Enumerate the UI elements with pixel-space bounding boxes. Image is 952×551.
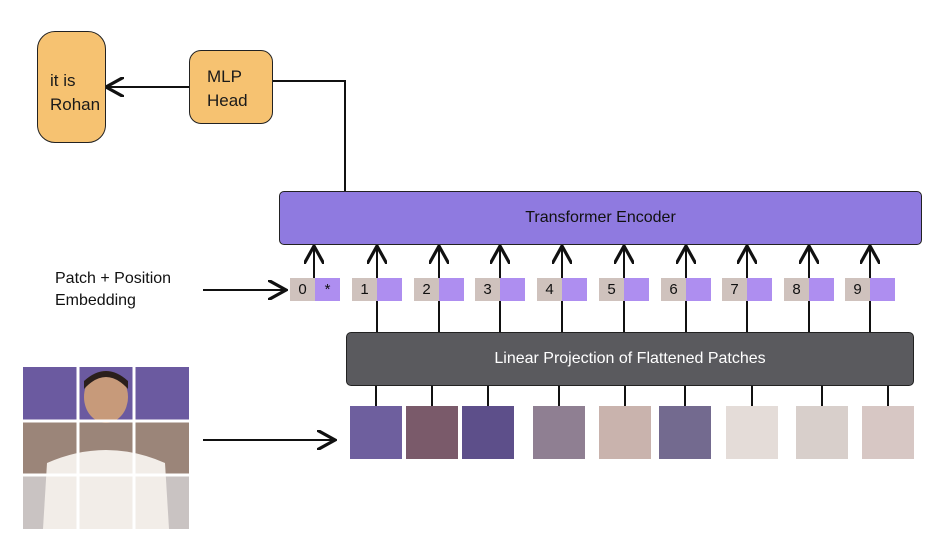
projection-label: Linear Projection of Flattened Patches — [494, 350, 766, 367]
image-patch-3 — [462, 406, 514, 459]
image-patch-4 — [533, 406, 585, 459]
embedding-chip-4 — [562, 278, 587, 301]
embedding-chip-3 — [500, 278, 525, 301]
image-patch-1 — [350, 406, 402, 459]
mlp-line-1: MLP — [207, 67, 242, 86]
encoder-label: Transformer Encoder — [525, 209, 676, 226]
position-chip-2: 2 — [414, 278, 439, 301]
embedding-label: Patch + Position Embedding — [55, 268, 171, 312]
linear-projection-box: Linear Projection of Flattened Patches — [346, 332, 914, 386]
image-patch-7 — [726, 406, 778, 459]
embedding-chip-9 — [870, 278, 895, 301]
mlp-head-box: MLP Head — [189, 50, 273, 124]
position-chip-1: 1 — [352, 278, 377, 301]
embedding-chip-7 — [747, 278, 772, 301]
embedding-chip-5 — [624, 278, 649, 301]
image-patch-2 — [406, 406, 458, 459]
image-patch-6 — [659, 406, 711, 459]
embedding-chip-2 — [439, 278, 464, 301]
position-chip-8: 8 — [784, 278, 809, 301]
patch-lines — [375, 386, 889, 406]
encoder-to-mlp-line — [273, 80, 346, 191]
input-image-grid — [23, 367, 189, 529]
position-chip-9: 9 — [845, 278, 870, 301]
position-chip-3: 3 — [475, 278, 500, 301]
answer-line-1: it is — [50, 71, 76, 90]
embedding-chip-1 — [377, 278, 402, 301]
output-answer-box: it is Rohan — [37, 31, 106, 143]
position-chip-7: 7 — [722, 278, 747, 301]
embedding-line-2: Embedding — [55, 292, 136, 309]
transformer-encoder-box: Transformer Encoder — [279, 191, 922, 245]
mlp-line-2: Head — [207, 91, 248, 110]
answer-line-2: Rohan — [50, 95, 101, 114]
class-token-chip: * — [315, 278, 340, 301]
position-chip-4: 4 — [537, 278, 562, 301]
position-chip-0: 0 — [290, 278, 315, 301]
position-chip-6: 6 — [661, 278, 686, 301]
image-patch-9 — [862, 406, 914, 459]
embedding-chip-6 — [686, 278, 711, 301]
embedding-line-1: Patch + Position — [55, 270, 172, 287]
image-patch-5 — [599, 406, 651, 459]
image-patch-8 — [796, 406, 848, 459]
position-chip-5: 5 — [599, 278, 624, 301]
embedding-chip-8 — [809, 278, 834, 301]
